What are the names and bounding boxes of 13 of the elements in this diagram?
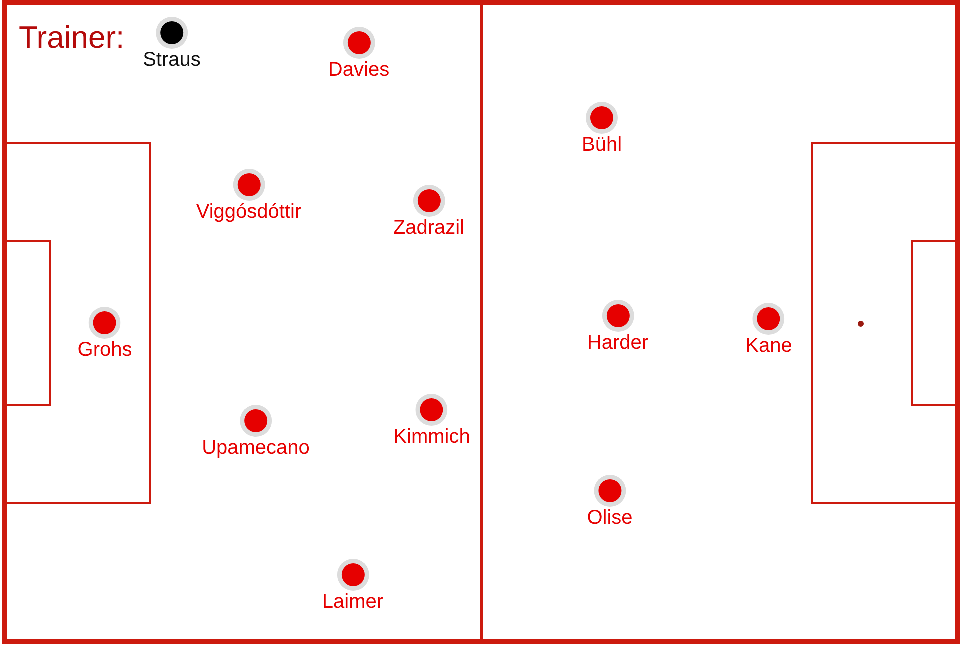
player-name: Upamecano — [202, 437, 310, 459]
player-name: Zadrazil — [393, 217, 465, 239]
player-name: Bühl — [582, 134, 622, 156]
player-name: Davies — [328, 59, 390, 81]
player-name: Kimmich — [394, 426, 470, 448]
player-name: Grohs — [78, 339, 132, 361]
player-name: Straus — [143, 49, 201, 71]
player-name: Viggósdóttir — [196, 201, 302, 223]
player-name: Kane — [746, 335, 792, 357]
player-name: Laimer — [322, 591, 384, 613]
player-name: Harder — [587, 332, 649, 354]
player-name: Olise — [587, 507, 633, 529]
trainer-label: Trainer: — [19, 21, 125, 55]
